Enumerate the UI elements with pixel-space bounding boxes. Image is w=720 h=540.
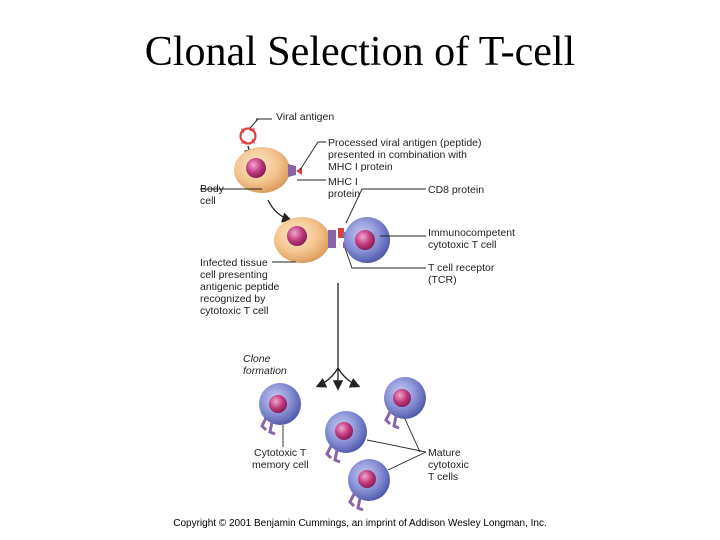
mature-t-cell-3 [348,459,390,512]
label-infected-3: antigenic peptide [200,281,280,293]
slide-title: Clonal Selection of T-cell [144,29,576,75]
label-immuno-1: Immunocompetent [428,227,515,239]
arrow [315,367,339,388]
label-clone-2: formation [243,365,287,377]
leader-line [344,247,426,269]
label-immuno-2: cytotoxic T cell [428,239,496,251]
leader-line [249,118,259,129]
label-infected-4: recognized by [200,293,266,305]
label-mhc-1: MHC I [328,176,358,188]
label-cd8: CD8 protein [428,184,484,196]
label-viral-antigen: Viral antigen [276,111,334,123]
immunocompetent-t-cell [344,217,390,263]
mature-t-cell-1 [384,377,426,430]
label-tcr-2: (TCR) [428,274,457,286]
label-memory-1: Cytotoxic T [254,447,307,459]
infected-tissue-cell [274,217,330,263]
mature-t-cell-2 [325,411,367,464]
label-clone-1: Clone [243,353,271,365]
label-body-cell-2: cell [200,195,216,207]
label-mature-2: cytotoxic [428,459,469,471]
leader-line [299,141,326,171]
arrow [267,199,293,223]
label-processed-1: Processed viral antigen (peptide) [328,137,482,149]
label-processed-3: MHC I protein [328,161,393,173]
arrow [337,367,361,388]
copyright-notice: Copyright © 2001 Benjamin Cummings, an i… [173,518,547,529]
label-mature-3: T cells [428,471,458,483]
label-infected-2: cell presenting [200,269,268,281]
leader-line [387,451,427,471]
label-infected-1: Infected tissue [200,257,268,269]
label-memory-2: memory cell [252,459,309,471]
leader-line [366,439,427,453]
leader-line [404,418,421,453]
label-mature-1: Mature [428,447,461,459]
memory-t-cell [259,383,301,436]
label-body-cell-1: Body [200,183,225,195]
label-tcr-1: T cell receptor [428,262,495,274]
label-mhc-2: protein [328,188,360,200]
body-cell [234,147,302,193]
viral-antigen-icon [239,127,257,145]
label-processed-2: presented in combination with [328,149,467,161]
leader-line [345,188,426,224]
label-infected-5: cytotoxic T cell [200,305,268,317]
